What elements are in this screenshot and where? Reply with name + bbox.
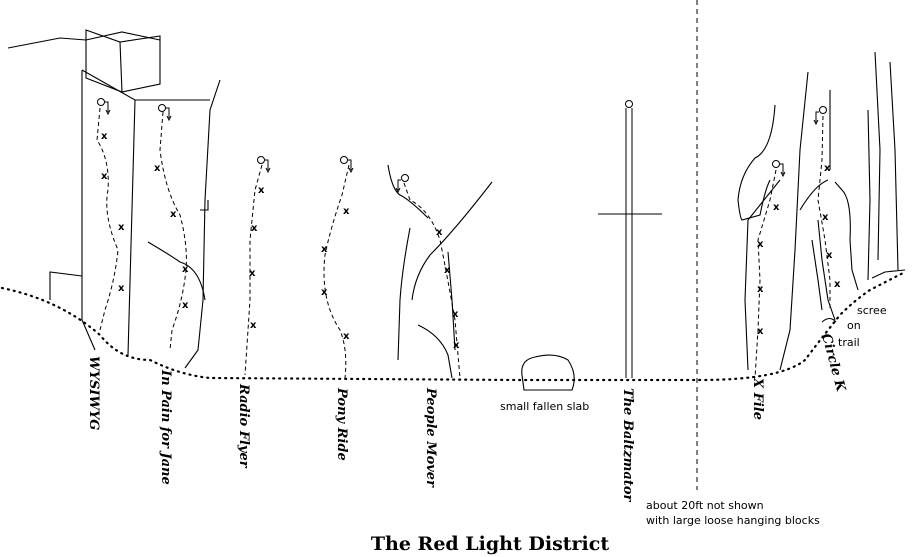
bolt: x <box>182 300 189 311</box>
ground-line <box>0 270 907 382</box>
bolt: x <box>118 222 125 233</box>
bolt: x <box>453 340 460 351</box>
buttress-left-edge <box>81 70 96 351</box>
not-shown-note-line1: about 20ft not shown <box>646 499 764 512</box>
flake-pain <box>147 241 206 301</box>
anchor-baltzmator <box>625 100 633 108</box>
bolt: x <box>452 309 459 320</box>
bolt: x <box>321 244 328 255</box>
anchor-xfile <box>772 160 786 178</box>
right-wall-2 <box>799 179 829 211</box>
route-label-x-file: X File <box>750 377 765 420</box>
block-outline <box>85 29 161 93</box>
anchor-wysiwyg <box>97 98 111 116</box>
route-line-pain <box>159 111 187 351</box>
people-mover-crack-2 <box>397 227 411 361</box>
bolts: x x x x x x x x x x x x x x x x x x x x … <box>101 131 841 351</box>
scree-label: scree <box>857 304 887 317</box>
bolt: x <box>757 239 764 250</box>
right-wall-5 <box>811 239 823 311</box>
people-mover-arete <box>387 164 429 219</box>
bolt: x <box>101 171 108 182</box>
people-mover-flake <box>417 324 453 379</box>
bolt: x <box>343 331 350 342</box>
route-label-pony-ride: Pony Ride <box>334 387 349 461</box>
route-line-wysiwyg <box>96 107 119 331</box>
buttress-top <box>81 69 210 101</box>
bolt: x <box>170 209 177 220</box>
anchor-pain <box>158 104 172 122</box>
route-lines <box>96 107 831 379</box>
bolt: x <box>251 223 258 234</box>
anchor-radio <box>257 156 271 174</box>
route-line-radio <box>244 164 263 376</box>
far-right-wall-2 <box>889 61 899 271</box>
bolt: x <box>757 326 764 337</box>
route-label-wysiwyg: WYSIWYG <box>86 356 101 430</box>
bolt: x <box>154 163 161 174</box>
buttress-crack <box>184 79 221 369</box>
not-shown-note-line2: with large loose hanging blocks <box>646 514 820 527</box>
on-label: on <box>847 319 861 332</box>
bolt: x <box>343 206 350 217</box>
slab-note: small fallen slab <box>500 400 589 413</box>
route-line-people <box>403 182 461 379</box>
anchors <box>97 98 827 194</box>
bolt: x <box>757 284 764 295</box>
bolt: x <box>118 283 125 294</box>
rock-features <box>7 29 906 391</box>
route-label-the-baltzmator: The Baltzmator <box>620 388 635 503</box>
baltzmator-line <box>625 108 633 378</box>
rock-outline-top-left <box>7 37 87 49</box>
circle-k-start <box>821 317 837 323</box>
anchor-people <box>395 174 409 194</box>
x-file-crack <box>744 179 781 371</box>
ledge-step <box>200 200 209 211</box>
far-right-wall-1 <box>874 51 881 261</box>
bolt: x <box>250 320 257 331</box>
rock-outline-top-left-2 <box>85 31 161 41</box>
anchor-circlek <box>813 106 827 126</box>
bolt: x <box>824 163 831 174</box>
route-label-radio-flyer: Radio Flyer <box>236 383 251 469</box>
bolt: x <box>249 268 256 279</box>
bolt: x <box>773 202 780 213</box>
bolt: x <box>258 185 265 196</box>
route-line-xfile <box>754 169 777 379</box>
bolt: x <box>444 265 451 276</box>
bolt: x <box>182 264 189 275</box>
trail-label: trail <box>838 336 860 349</box>
people-mover-crack-1 <box>411 181 493 301</box>
people-mover-crack-3 <box>447 251 456 351</box>
right-wall-1 <box>779 71 809 371</box>
route-labels: WYSIWYG In Pain for Jane Radio Flyer Pon… <box>86 332 848 502</box>
route-label-in-pain-for-jane: In Pain for Jane <box>158 369 173 485</box>
right-wall-4 <box>817 219 836 321</box>
bolt: x <box>834 279 841 290</box>
right-wall-3 <box>834 181 859 291</box>
anchor-pony <box>340 156 354 174</box>
route-line-pony <box>323 164 350 379</box>
fallen-slab <box>521 354 575 391</box>
route-line-circlek <box>817 115 831 310</box>
far-right-ledge <box>871 269 906 279</box>
far-right-wall-3 <box>867 109 871 281</box>
bolt: x <box>321 287 328 298</box>
ledge-lower-left <box>49 271 83 300</box>
bolt: x <box>101 131 108 142</box>
x-file-flake <box>737 104 776 221</box>
bolt: x <box>826 250 833 261</box>
diagram-title: The Red Light District <box>371 533 609 555</box>
route-label-people-mover: People Mover <box>423 387 438 488</box>
bolt: x <box>436 227 443 238</box>
bolt: x <box>822 212 829 223</box>
buttress-right-edge <box>127 99 136 356</box>
